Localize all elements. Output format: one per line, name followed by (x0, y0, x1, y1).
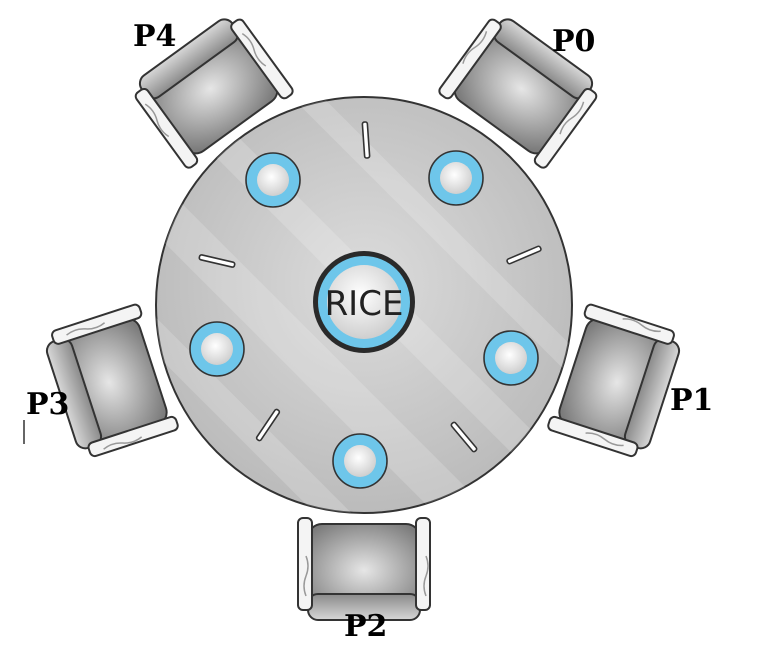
chair-p2 (297, 517, 431, 621)
chopsticks (198, 121, 542, 453)
label-p0: P0 (552, 24, 595, 59)
label-p3: P3 (26, 387, 69, 422)
plate-3 (332, 433, 388, 489)
plate-2 (483, 330, 539, 386)
plate-1 (428, 150, 484, 206)
plates (189, 150, 539, 489)
plate-4 (189, 321, 245, 377)
label-p4: P4 (133, 19, 176, 54)
chopstick-0 (361, 121, 371, 159)
chopstick-3 (255, 408, 281, 442)
label-p2: P2 (344, 609, 387, 644)
rice-bowl: RICE (313, 251, 415, 353)
chopstick-4 (198, 254, 236, 268)
label-p1: P1 (670, 383, 713, 418)
chopstick-2 (450, 421, 478, 453)
chopstick-1 (506, 245, 542, 265)
plate-0 (245, 152, 301, 208)
rice-label: RICE (325, 284, 404, 324)
